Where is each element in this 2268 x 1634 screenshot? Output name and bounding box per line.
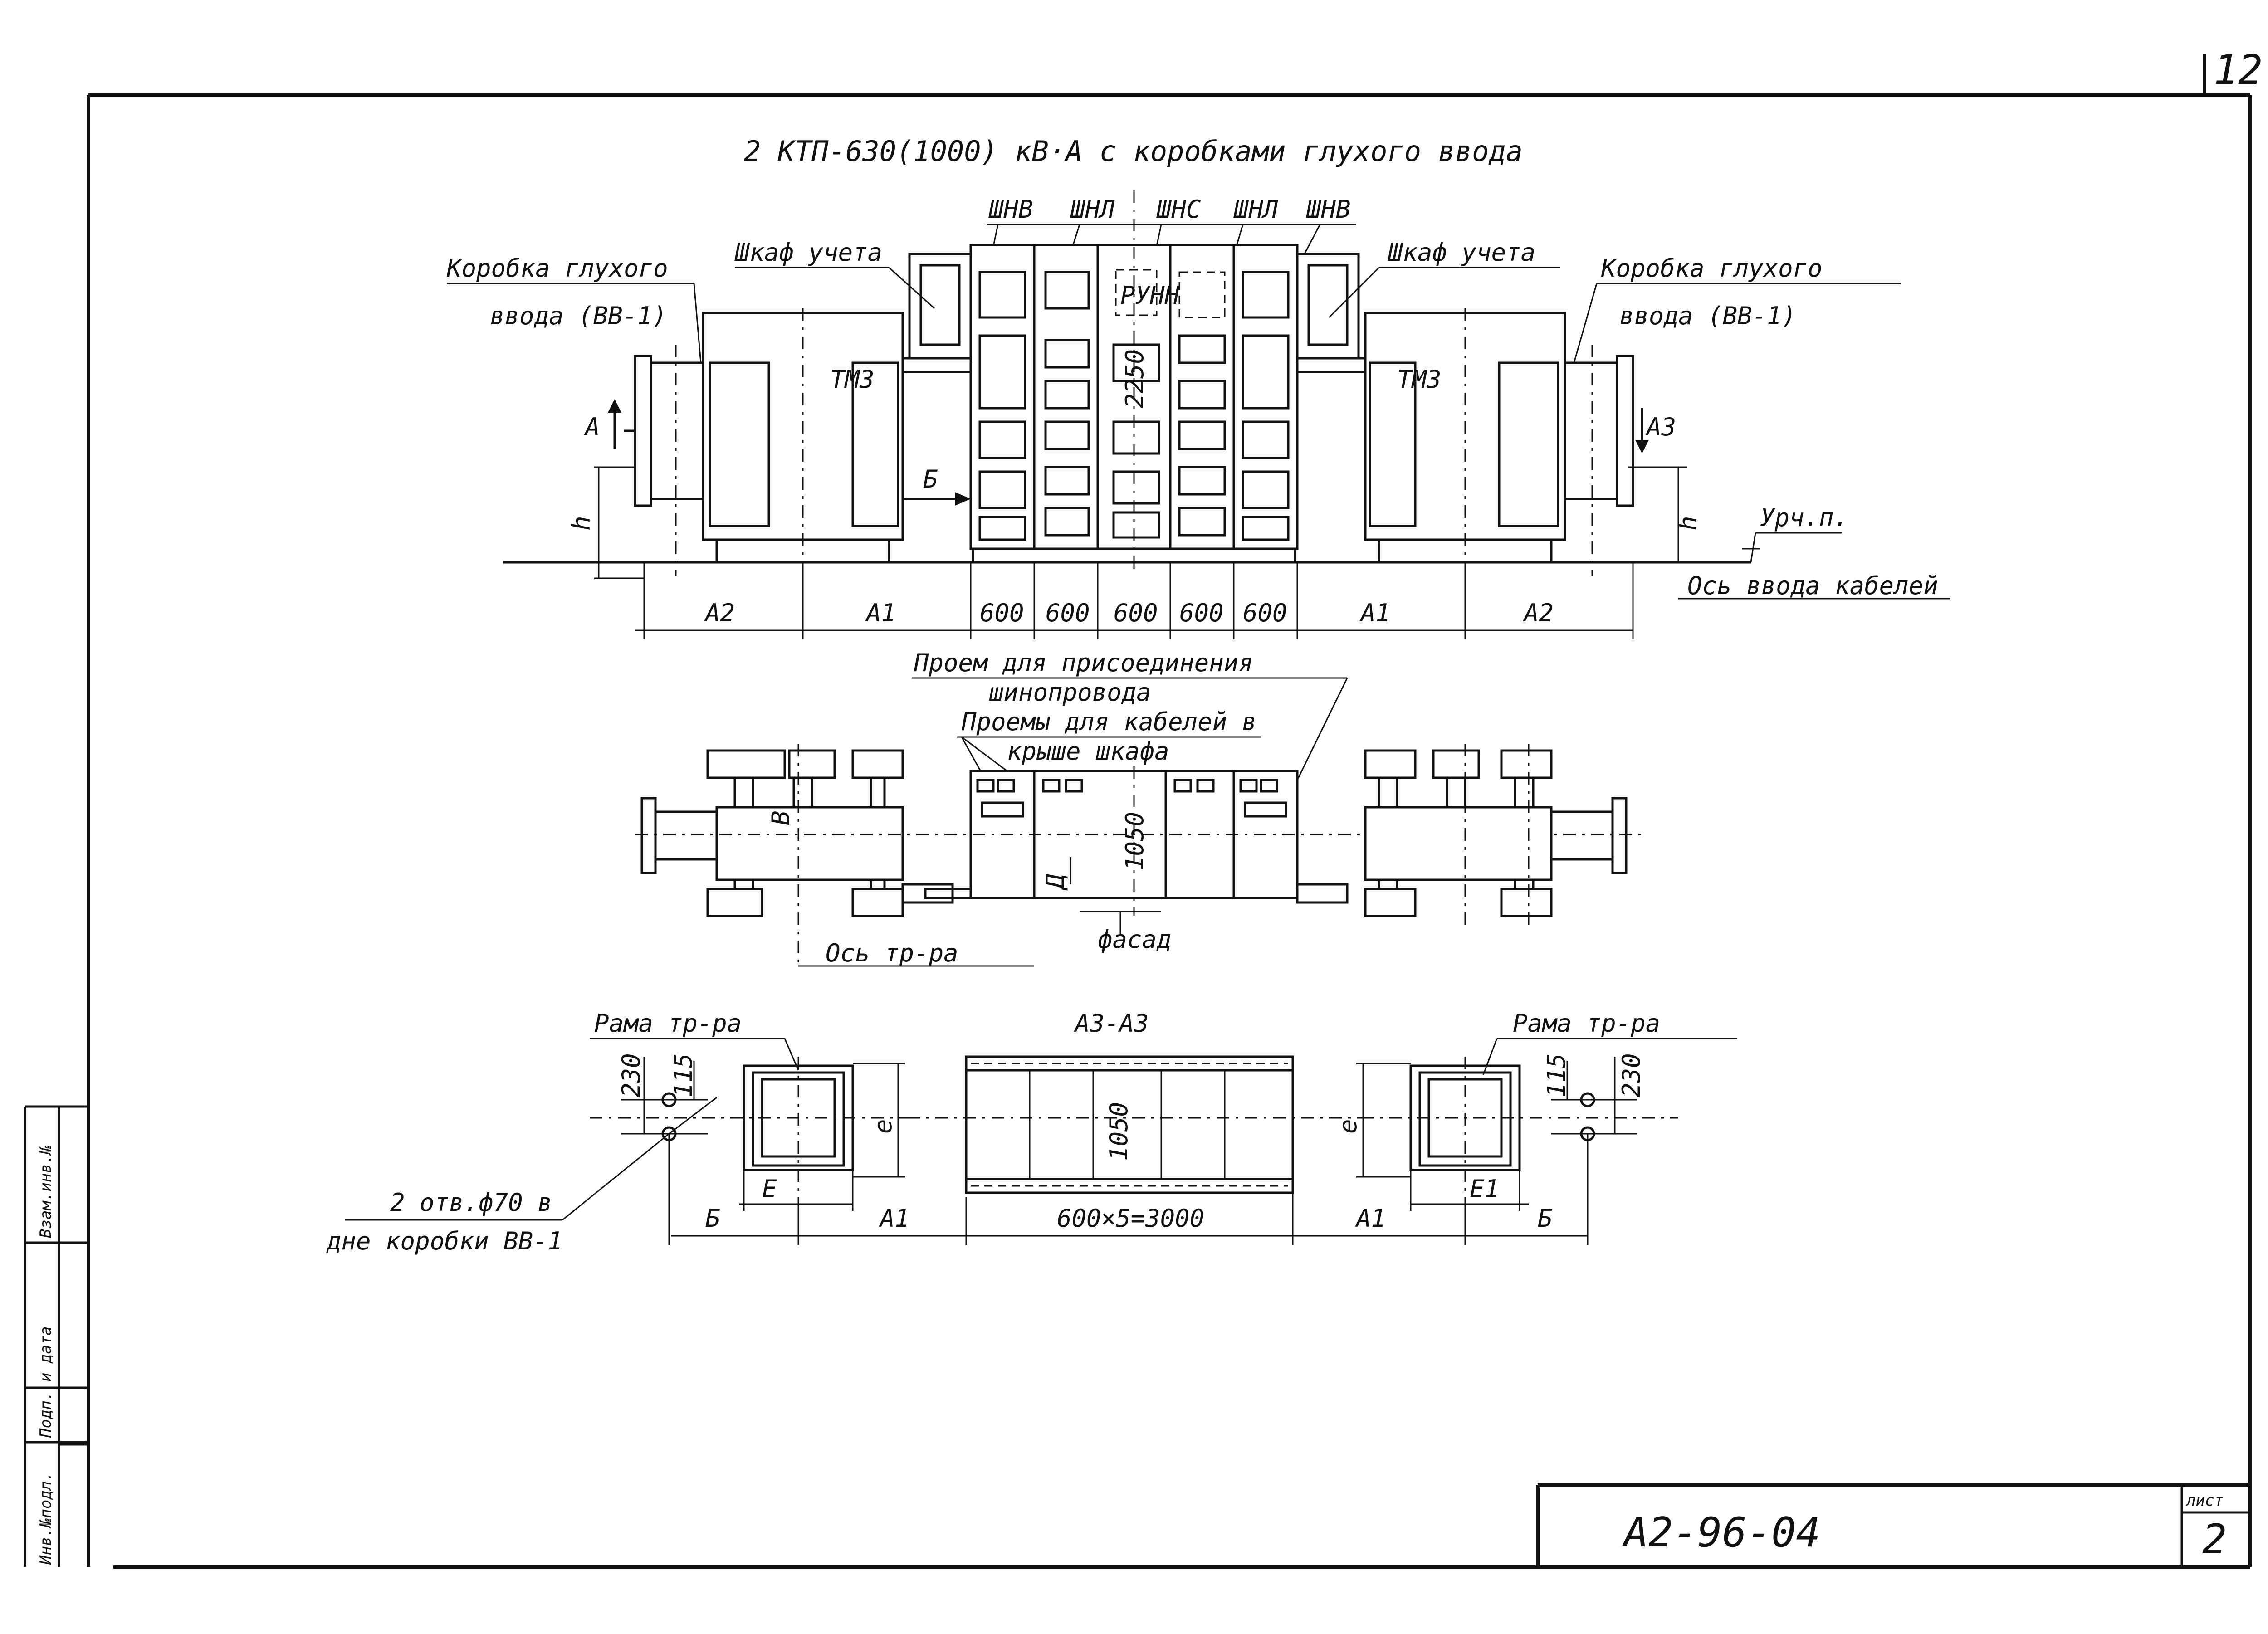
left-transformer: ТМЗ Б	[702, 308, 971, 576]
left-dim-230: 230	[617, 1053, 645, 1097]
sheet-frame: 12	[87, 46, 2263, 1569]
holes-note-2: дне коробки ВВ-1	[326, 1227, 562, 1255]
dim-600-5: 600	[1243, 599, 1287, 627]
stamp-podp-data: Подп. и дата	[37, 1326, 55, 1438]
section-left-label: А	[584, 413, 600, 441]
dim-a2-left: А2	[704, 599, 735, 627]
facade-label: фасад	[1098, 925, 1172, 954]
right-label-b: Б	[1538, 1204, 1553, 1233]
elevation-view: ШНВ ШНЛ ШНС ШНЛ ШНВ	[446, 190, 1950, 639]
busway-opening-2: шинопровода	[989, 678, 1151, 707]
cabinet-label-4: ШНЛ	[1233, 195, 1278, 224]
dim-right-h: h	[1674, 516, 1702, 531]
left-meter-cabinet: Шкаф учета	[734, 238, 972, 373]
plan-door-label: Д	[1041, 873, 1070, 891]
left-label-a1: А1	[879, 1204, 909, 1233]
stamp-vzam-inv: Взам.инв.№	[37, 1145, 55, 1238]
corner-number: 12	[2214, 46, 2263, 94]
side-stamp: Инв.№подл. Подп. и дата Взам.инв.№	[24, 1105, 88, 1567]
left-dim-e: е	[869, 1119, 897, 1134]
left-meter-label: Шкаф учета	[734, 238, 882, 267]
switchgear-block: РУНН 2250	[969, 190, 1299, 571]
bottom-dimension-chain: А2 А1 600 600 600 600 600 А1 А2	[635, 562, 1634, 639]
dim-600-1: 600	[980, 599, 1024, 627]
left-input-box: Коробка глухого ввода (ВВ-1) А	[446, 254, 704, 576]
cable-axis-label: Ось ввода кабелей	[1687, 571, 1938, 600]
stamp-inv-podl: Инв.№подл.	[37, 1472, 55, 1565]
section-right-label: А3	[1645, 413, 1676, 441]
right-dim-230: 230	[1617, 1053, 1646, 1097]
left-label-b: Б	[705, 1204, 720, 1233]
right-transformer-label: ТМЗ	[1397, 365, 1442, 394]
left-label-e: Е	[762, 1175, 777, 1203]
right-meter-cabinet: Шкаф учета	[1296, 238, 1560, 373]
dim-600-3: 600	[1114, 599, 1158, 627]
dim-a2-right: А2	[1523, 599, 1554, 627]
right-meter-label: Шкаф учета	[1388, 238, 1535, 267]
right-frame-label: Рама тр-ра	[1513, 1009, 1660, 1038]
level-label: Урч.п.	[1760, 503, 1848, 532]
plan-width-label: В	[767, 810, 795, 825]
dim-a1-right: А1	[1359, 599, 1390, 627]
dim-left-h: h	[567, 516, 596, 531]
title-block: А2-96-04 лист 2	[1536, 1483, 2250, 1567]
left-box-label-2: ввода (ВВ-1)	[490, 302, 667, 330]
left-box-label-1: Коробка глухого	[446, 254, 668, 283]
right-dim-e: е	[1334, 1119, 1362, 1134]
left-frame-label: Рама тр-ра	[594, 1009, 742, 1038]
cable-openings-2: крыше шкафа	[1007, 737, 1169, 766]
view-arrow-label: Б	[923, 465, 938, 493]
right-transformer: ТМЗ	[1364, 308, 1566, 576]
busway-opening-1: Проем для присоединения	[914, 649, 1253, 677]
drawing-title: 2 КТП-630(1000) кВ·А с коробками глухого…	[744, 135, 1523, 168]
section-view: А3-А3 Рама тр-ра е 230 115 2 отв.ф70 в д…	[326, 1009, 1737, 1255]
left-transformer-label: ТМЗ	[830, 365, 875, 394]
cabinet-label-2: ШНЛ	[1070, 195, 1115, 224]
cable-openings-1: Проемы для кабелей в	[961, 707, 1256, 736]
sheet-label: лист	[2185, 1492, 2224, 1510]
cabinet-label-5: ШНВ	[1306, 195, 1351, 224]
plan-view: Проем для присоединения шинопровода Прое…	[635, 649, 1642, 967]
dim-a1-left: А1	[865, 599, 896, 627]
dim-600-4: 600	[1179, 599, 1224, 627]
left-dim-115: 115	[669, 1053, 698, 1097]
center-width-label: 600×5=3000	[1057, 1204, 1204, 1233]
right-dim-115: 115	[1542, 1053, 1571, 1097]
h-dimensions: h h Урч.п. Ось ввода кабелей	[567, 466, 1950, 600]
right-box-label-2: ввода (ВВ-1)	[1619, 302, 1796, 330]
cabinet-label-3: ШНС	[1156, 195, 1201, 224]
right-input-box: Коробка глухого ввода (ВВ-1) А3	[1564, 254, 1901, 576]
center-depth-label: 1050	[1105, 1102, 1133, 1161]
transformer-axis-label: Ось тр-ра	[826, 939, 958, 967]
right-box-label-1: Коробка глухого	[1601, 254, 1823, 283]
right-label-a1: А1	[1355, 1204, 1386, 1233]
document-code: А2-96-04	[1622, 1509, 1820, 1556]
section-title: А3-А3	[1074, 1009, 1149, 1038]
right-label-e1: Е1	[1470, 1175, 1499, 1203]
sheet-number: 2	[2202, 1516, 2227, 1563]
dim-600-2: 600	[1046, 599, 1090, 627]
cabinet-label-1: ШНВ	[988, 195, 1033, 224]
holes-note-1: 2 отв.ф70 в	[390, 1188, 552, 1217]
center-label: РУНН	[1120, 281, 1180, 310]
